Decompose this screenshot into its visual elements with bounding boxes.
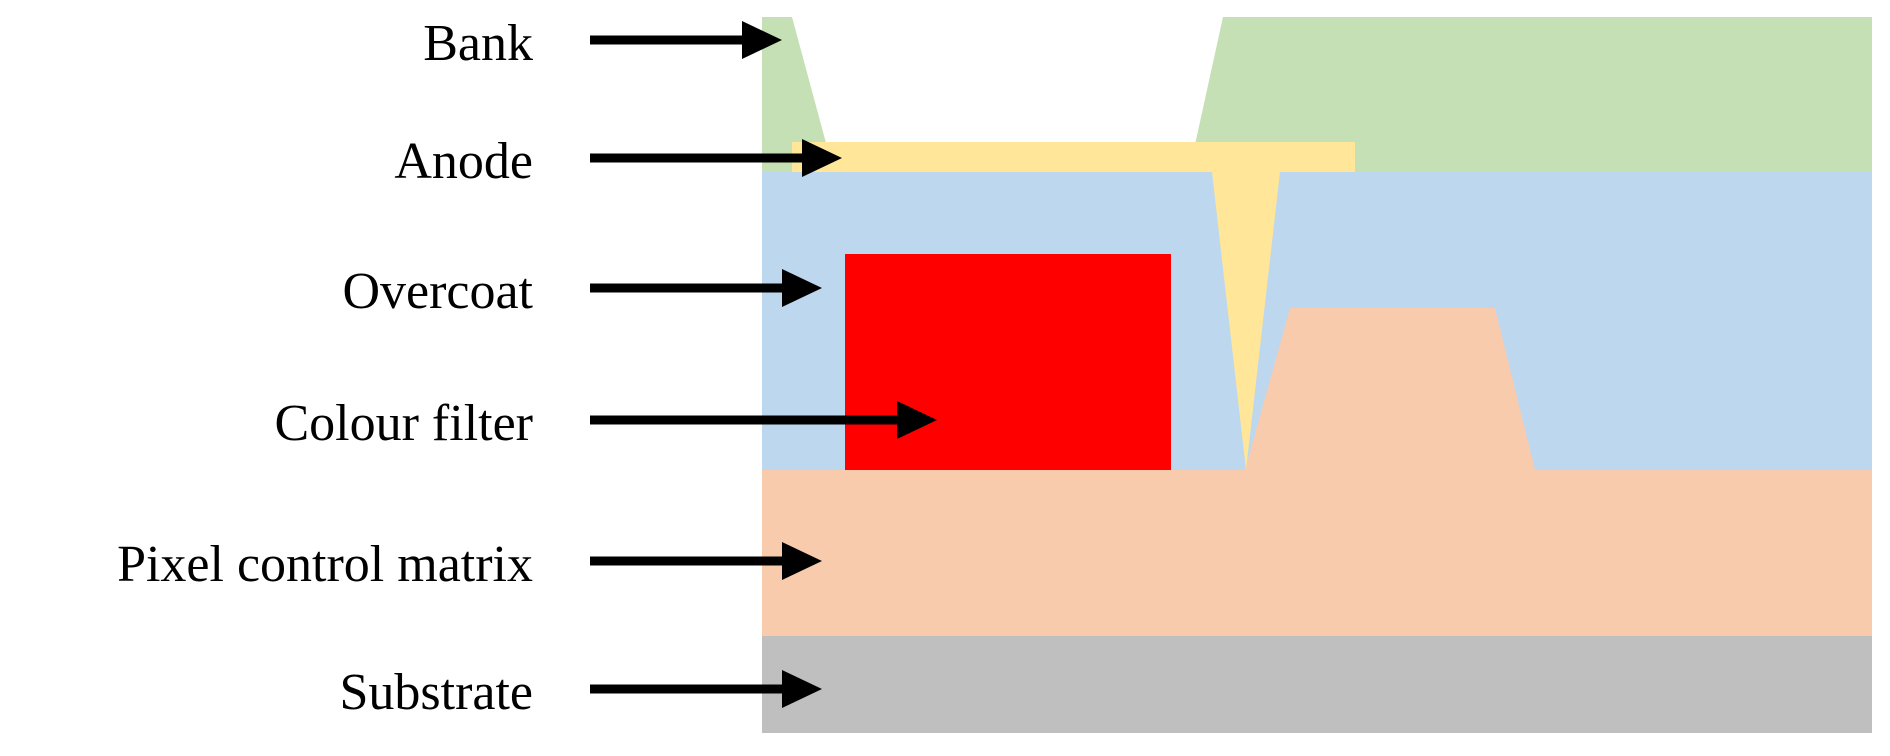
- colour-filter-block: [845, 254, 1171, 470]
- anode-label: Anode: [394, 133, 533, 190]
- pixel-control-matrix-label: Pixel control matrix: [117, 536, 533, 593]
- overcoat-arrow: [590, 269, 822, 307]
- colour-filter-arrow: [590, 401, 937, 439]
- substrate-layer: [762, 636, 1872, 733]
- bank-left: [762, 17, 826, 172]
- substrate-label: Substrate: [339, 664, 533, 721]
- pixel-control-matrix-layer: [762, 470, 1872, 636]
- anode-arrow: [590, 139, 842, 177]
- bank-label: Bank: [423, 15, 533, 72]
- arrows: [590, 21, 937, 708]
- bank-arrow: [590, 21, 782, 59]
- overcoat-label: Overcoat: [342, 263, 533, 320]
- pixel-control-matrix-bump: [1245, 308, 1535, 470]
- anode-layer: [792, 142, 1355, 470]
- labels: Bank Anode Overcoat Colour filter Pixel …: [117, 15, 533, 721]
- pixel-control-matrix-arrow: [590, 542, 822, 580]
- colour-filter-label: Colour filter: [274, 395, 533, 452]
- substrate-arrow: [590, 670, 822, 708]
- bank-right: [1189, 17, 1872, 172]
